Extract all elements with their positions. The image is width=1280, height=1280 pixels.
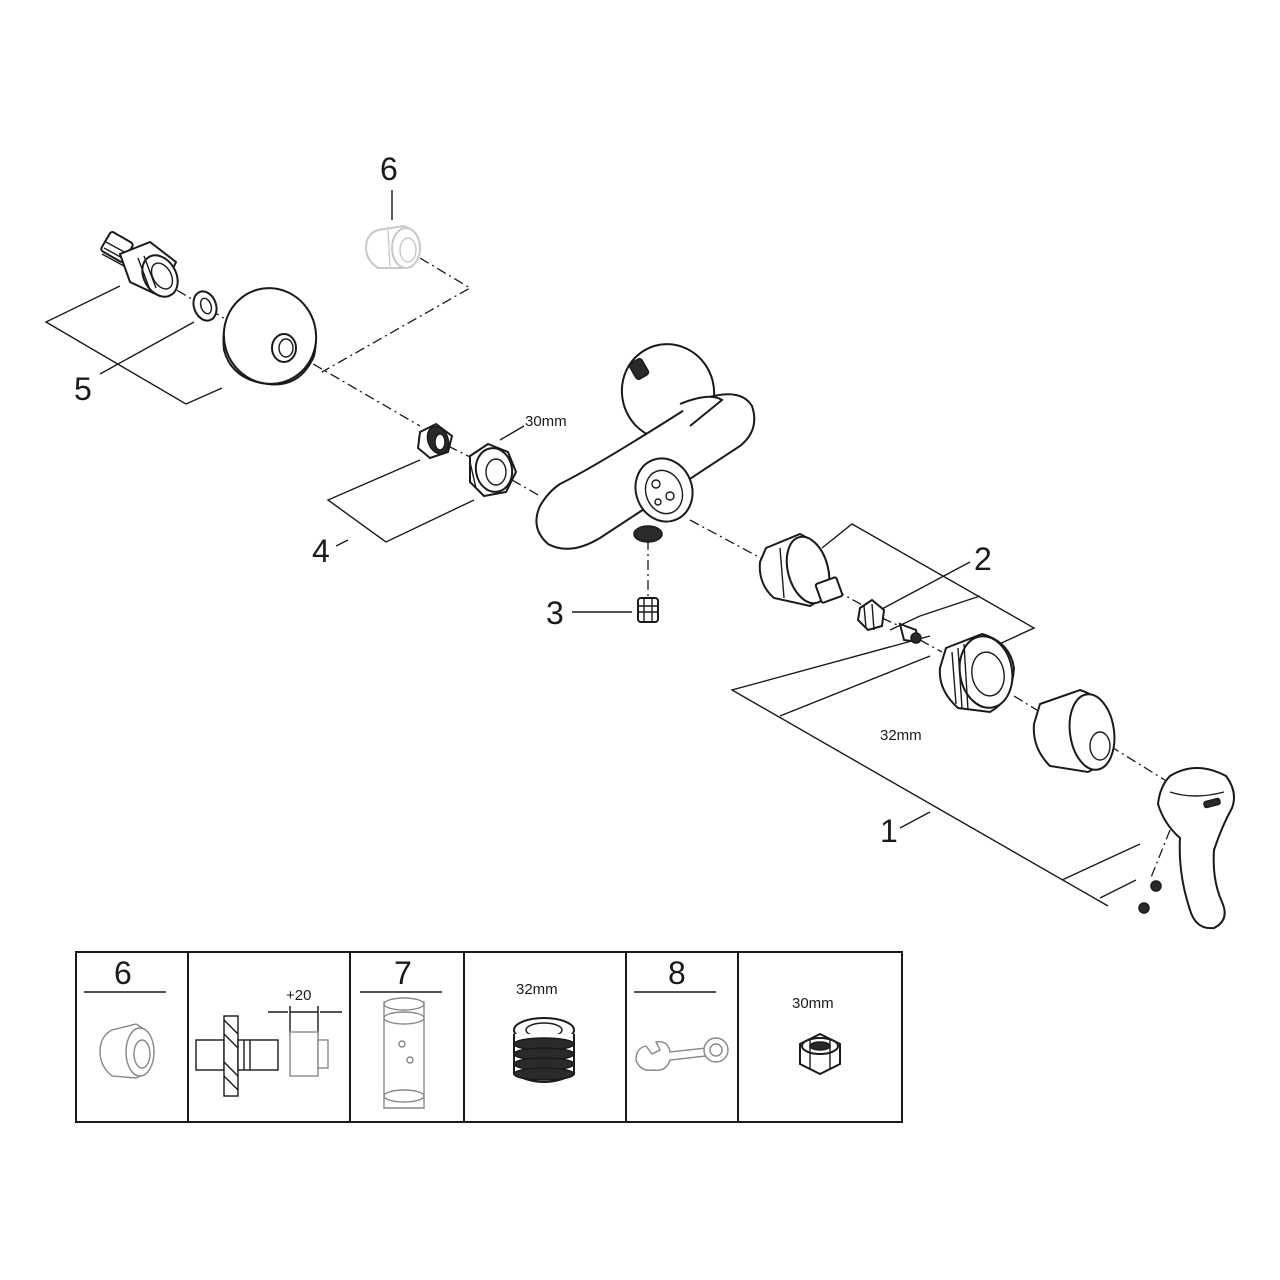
table-cell-6-number: 6 [114, 955, 132, 991]
extension-sleeve-icon [364, 224, 422, 269]
extension-install-icon [195, 1006, 342, 1097]
table-cell-extension-dimension: +20 [286, 987, 311, 1004]
table-cell-32mm-dimension: 32mm [516, 981, 558, 998]
adapter-icon [856, 598, 886, 632]
dimension-30mm-label: 30mm [525, 413, 567, 430]
callout-3: 3 [546, 595, 564, 631]
cartridge-icon [758, 532, 844, 608]
screw-icon [898, 622, 922, 644]
hex-nut-30mm-icon [469, 442, 518, 498]
accessory-table: 6 +20 7 [75, 951, 903, 1123]
check-valve-icon [637, 597, 659, 623]
threaded-nut-32mm-icon [513, 1017, 575, 1083]
shower-mixer-body-icon [535, 343, 756, 550]
nipple-icon [416, 422, 454, 460]
extension-tube-icon [383, 997, 425, 1109]
callout-5: 5 [74, 371, 92, 407]
rosette-icon [222, 287, 318, 386]
eccentric-connector-icon [100, 231, 179, 298]
sleeve-icon [1032, 688, 1116, 774]
callout-1: 1 [880, 813, 898, 849]
callout-2: 2 [974, 541, 992, 577]
dimension-32mm-label: 32mm [880, 727, 922, 744]
wrench-icon [635, 1037, 729, 1071]
lever-handle-icon [1156, 767, 1235, 930]
table-cell-8-number: 8 [668, 955, 686, 991]
set-screw-icon [1138, 880, 1162, 914]
table-cell-30mm-dimension: 30mm [792, 995, 834, 1012]
washer-icon [192, 290, 218, 322]
callout-4: 4 [312, 533, 330, 569]
extension-sleeve-icon [99, 1023, 155, 1079]
threaded-nut-32mm-icon [938, 632, 1016, 714]
callout-6: 6 [380, 151, 398, 187]
hex-nut-30mm-icon [799, 1032, 841, 1076]
table-cell-7-number: 7 [394, 955, 412, 991]
